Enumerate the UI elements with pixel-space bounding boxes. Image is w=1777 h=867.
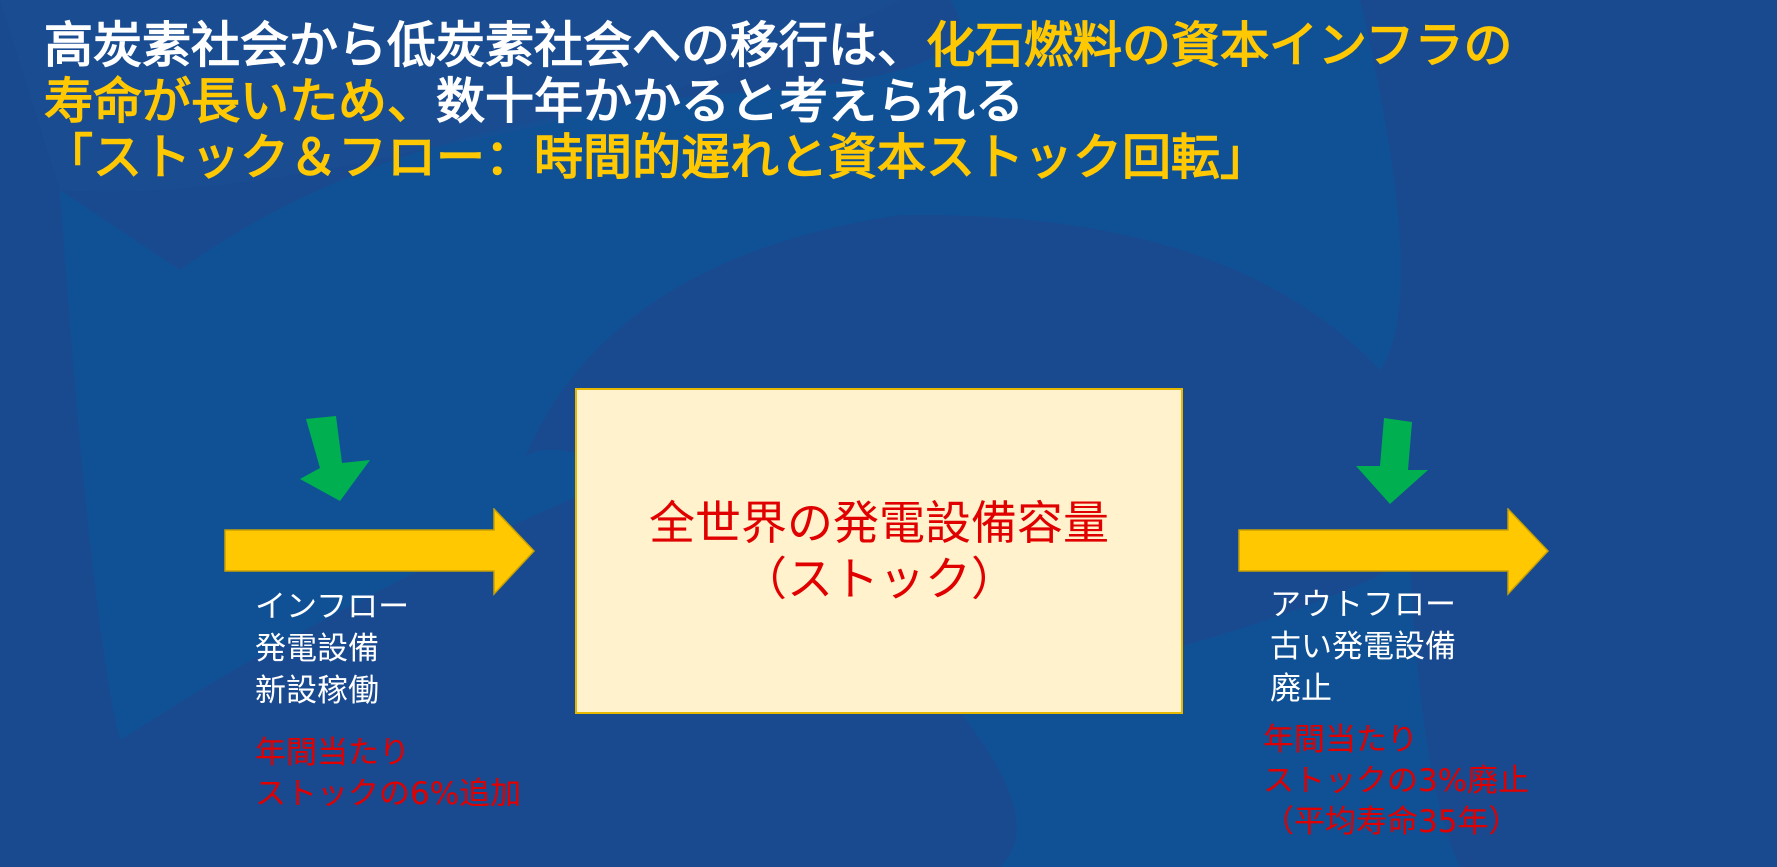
outflow-label: アウトフロー 古い発電設備 廃止: [1270, 584, 1456, 710]
outflow-label-line: アウトフロー: [1270, 587, 1456, 623]
outflow-rate-label: 年間当たり ストックの3%廃止 （平均寿命35年）: [1263, 720, 1529, 843]
outflow-label-line: 古い発電設備: [1270, 629, 1456, 665]
slide-title: 高炭素社会から低炭素社会への移行は、化石燃料の資本インフラの 寿命が長いため、数…: [44, 18, 1764, 186]
title-line1-white: 高炭素社会から低炭素社会への移行は、: [44, 17, 927, 74]
inflow-indicator-arrow-down-icon: [300, 416, 370, 501]
inflow-label-line: インフロー: [255, 589, 410, 625]
inflow-label: インフロー 発電設備 新設稼働: [255, 586, 409, 712]
outflow-label-line: 廃止: [1270, 671, 1332, 707]
inflow-arrow-right-icon: [224, 508, 536, 596]
title-line1-yellow: 化石燃料の資本インフラの: [926, 17, 1513, 74]
stock-box: 全世界の発電設備容量 （ストック）: [575, 388, 1183, 714]
stock-subtitle: （ストック）: [741, 552, 1017, 606]
inflow-rate-line: ストックの6%追加: [255, 776, 522, 812]
outflow-rate-line: ストックの3%廃止: [1263, 763, 1530, 799]
title-line2-white: 数十年かかると考えられる: [436, 73, 1025, 130]
stock-title: 全世界の発電設備容量: [649, 496, 1109, 550]
outflow-arrow-right-icon: [1238, 508, 1550, 596]
inflow-rate-label: 年間当たり ストックの6%追加: [255, 733, 521, 815]
outflow-rate-line: 年間当たり: [1263, 722, 1418, 758]
inflow-label-line: 新設稼働: [255, 673, 379, 709]
title-line3-subtitle: 「ストック＆フロー：時間的遅れと資本ストック回転」: [44, 129, 1270, 186]
title-line2-yellow: 寿命が長いため、: [44, 73, 437, 130]
outflow-indicator-arrow-down-icon: [1356, 418, 1428, 504]
inflow-rate-line: 年間当たり: [255, 735, 410, 771]
inflow-label-line: 発電設備: [255, 631, 379, 667]
outflow-rate-line: （平均寿命35年）: [1263, 804, 1520, 840]
